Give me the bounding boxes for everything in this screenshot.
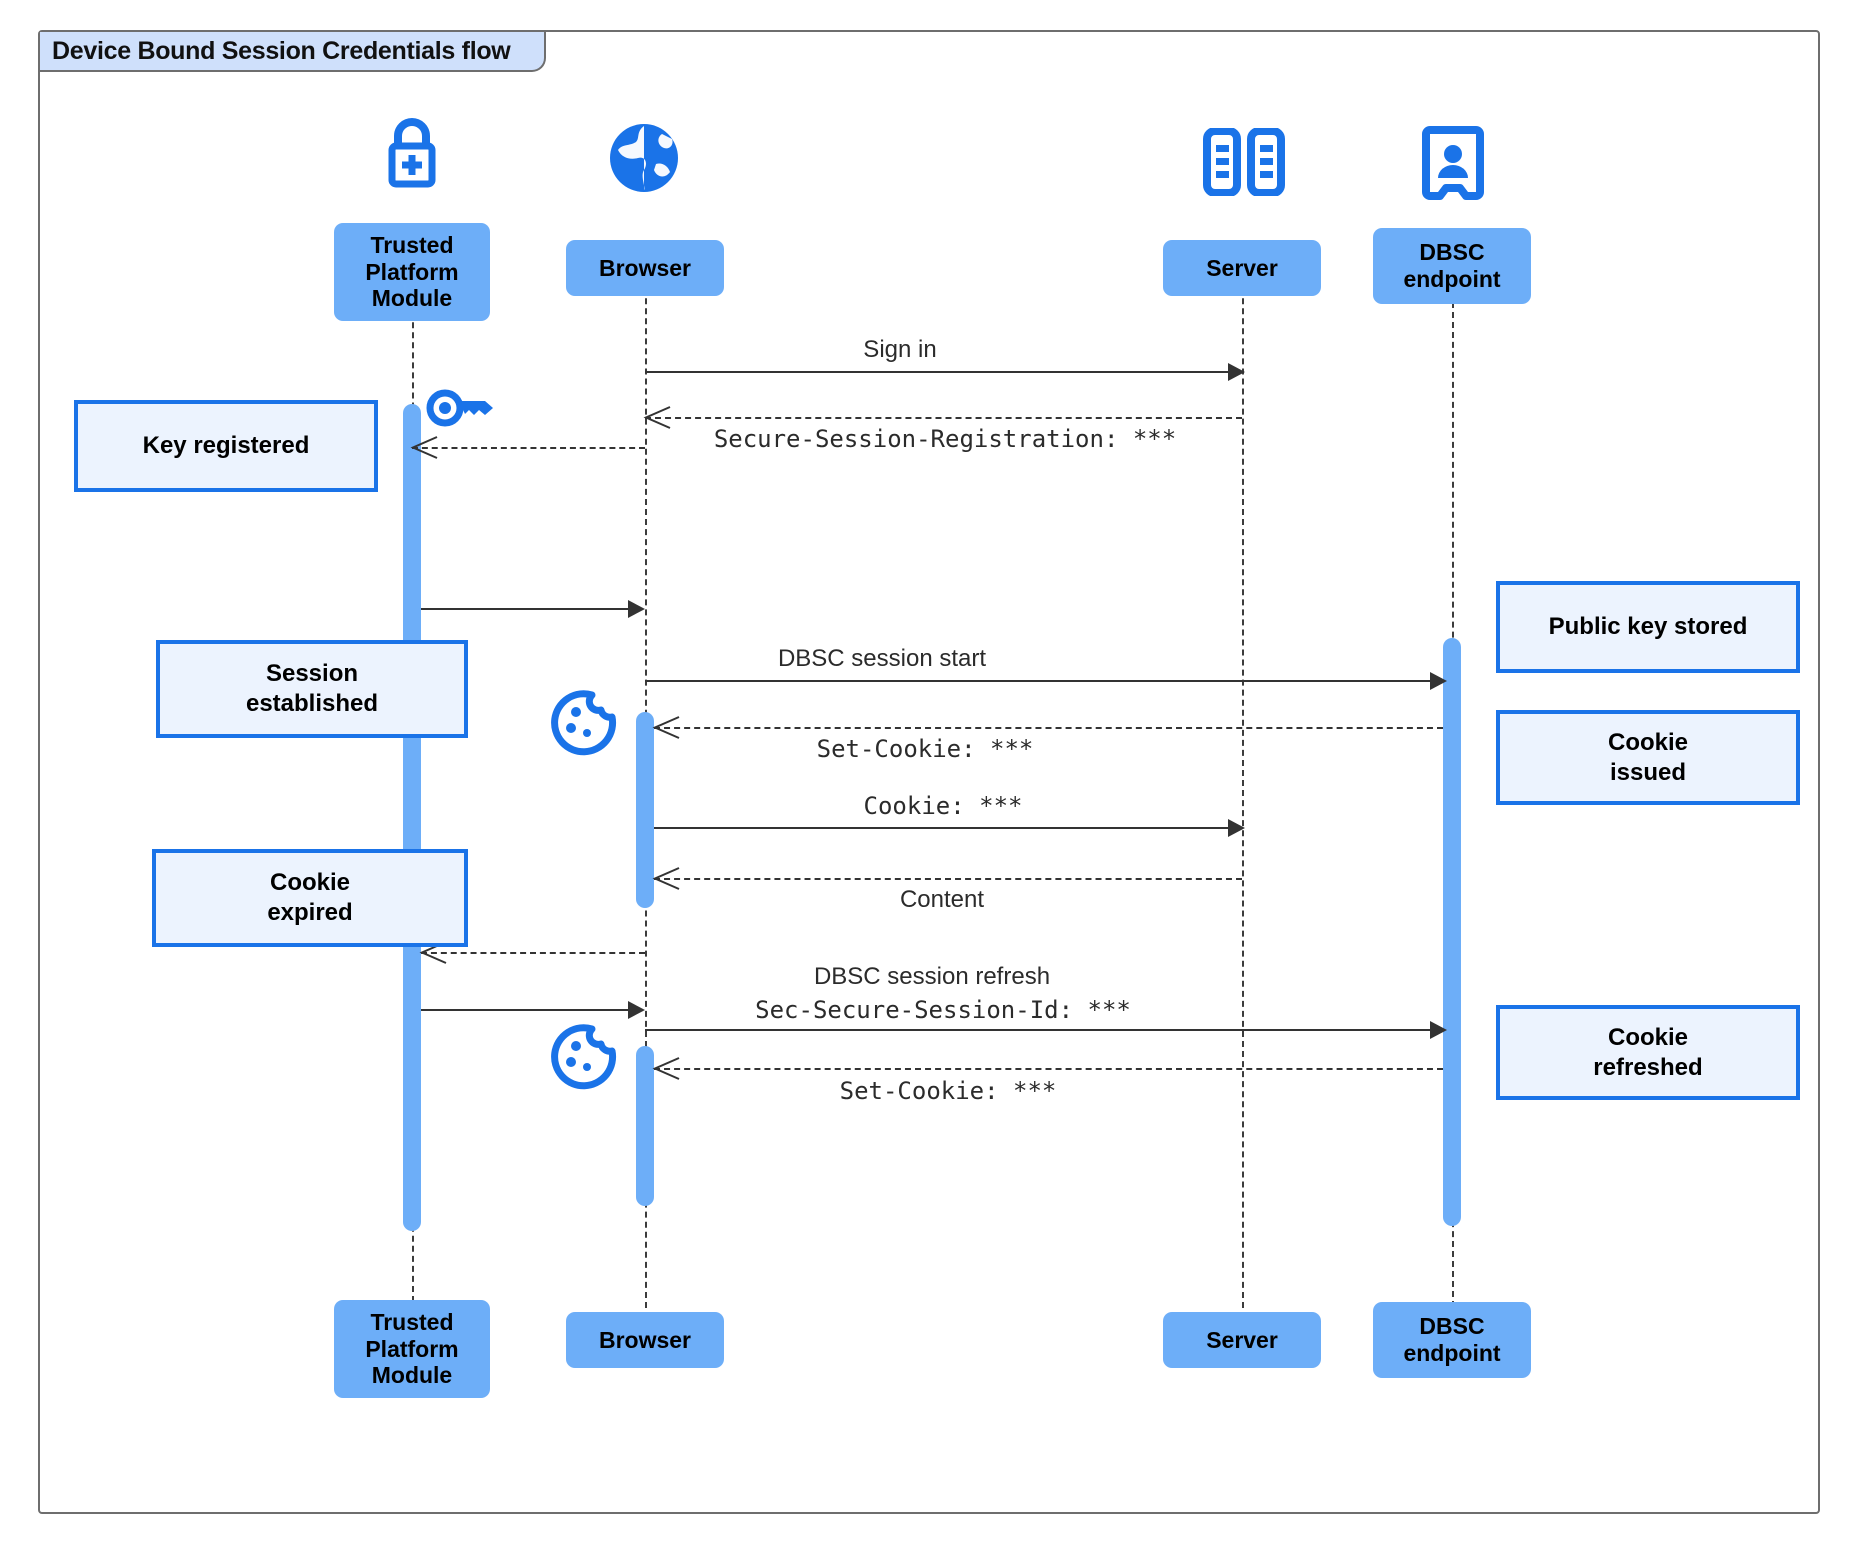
message-label-dbsc-session-refresh: DBSC session refresh bbox=[813, 963, 1051, 990]
activation-browser-2 bbox=[636, 1046, 654, 1206]
message-label-set-cookie-2: Set-Cookie: *** bbox=[839, 1077, 1057, 1105]
participant-browser-top[interactable]: Browser bbox=[566, 240, 724, 296]
message-label-secure-session-registration: Secure-Session-Registration: *** bbox=[713, 425, 1177, 453]
id-badge-icon bbox=[1422, 126, 1484, 200]
arrow-head-dbsc-session-start bbox=[1430, 672, 1447, 690]
key-icon bbox=[425, 386, 497, 430]
participant-server-bottom-label: Server bbox=[1206, 1326, 1278, 1353]
arrow-head-secure-session-registration bbox=[643, 406, 671, 429]
participant-tpm-top[interactable]: Trusted Platform Module bbox=[334, 223, 490, 321]
note-public-key-stored-label: Public key stored bbox=[1548, 613, 1748, 640]
note-public-key-stored: Public key stored bbox=[1496, 581, 1800, 673]
message-line-cookie bbox=[654, 827, 1230, 829]
participant-browser-bottom[interactable]: Browser bbox=[566, 1312, 724, 1368]
message-label-sign-in: Sign in bbox=[863, 336, 937, 363]
cookie-icon bbox=[551, 1024, 617, 1090]
arrow-head-set-cookie-1 bbox=[652, 716, 680, 739]
globe-icon bbox=[606, 120, 682, 196]
lifeline-server bbox=[1242, 248, 1244, 1308]
participant-browser-top-label: Browser bbox=[598, 254, 692, 281]
cookie-icon bbox=[551, 690, 617, 756]
server-rack-icon bbox=[1202, 127, 1286, 197]
arrow-head-content bbox=[652, 867, 680, 890]
arrow-head-sec-secure-session-id bbox=[1430, 1021, 1447, 1039]
message-line-dbsc-session-start bbox=[645, 680, 1440, 682]
note-cookie-issued-label: Cookie issued bbox=[1607, 728, 1688, 786]
arrow-head-tpm-to-browser-2 bbox=[628, 1001, 645, 1019]
arrow-head-sign-in bbox=[1228, 363, 1245, 381]
message-line-secure-session-registration bbox=[645, 417, 1242, 419]
note-cookie-expired-label: Cookie expired bbox=[267, 869, 353, 926]
message-label-set-cookie-1: Set-Cookie: *** bbox=[816, 735, 1034, 763]
note-session-established: Session established bbox=[156, 640, 468, 738]
message-label-dbsc-session-start: DBSC session start bbox=[777, 645, 987, 672]
participant-dbsc-top[interactable]: DBSC endpoint bbox=[1373, 228, 1531, 304]
arrow-head-register-key-to-tpm bbox=[410, 436, 438, 459]
message-label-cookie: Cookie: *** bbox=[863, 792, 1023, 820]
message-line-content bbox=[654, 878, 1242, 880]
participant-tpm-top-label: Trusted Platform Module bbox=[365, 231, 459, 312]
arrow-head-set-cookie-2 bbox=[652, 1057, 680, 1080]
message-label-content: Content bbox=[899, 886, 985, 913]
participant-server-bottom[interactable]: Server bbox=[1163, 1312, 1321, 1368]
note-key-registered: Key registered bbox=[74, 400, 378, 492]
participant-dbsc-top-label: DBSC endpoint bbox=[1403, 239, 1501, 292]
note-session-established-label: Session established bbox=[245, 660, 379, 717]
note-cookie-refreshed: Cookie refreshed bbox=[1496, 1005, 1800, 1100]
lock-plus-icon bbox=[372, 112, 452, 192]
participant-server-top-label: Server bbox=[1206, 254, 1278, 281]
activation-tpm bbox=[403, 404, 421, 1231]
message-line-register-key-to-tpm bbox=[412, 447, 645, 449]
activation-dbsc bbox=[1443, 638, 1461, 1226]
note-cookie-refreshed-label: Cookie refreshed bbox=[1593, 1023, 1703, 1081]
message-line-tpm-to-browser-2 bbox=[421, 1009, 636, 1011]
message-line-browser-to-tpm bbox=[421, 952, 645, 954]
note-cookie-issued: Cookie issued bbox=[1496, 710, 1800, 805]
arrow-head-tpm-to-browser bbox=[628, 600, 645, 618]
message-line-sec-secure-session-id bbox=[645, 1029, 1440, 1031]
message-line-set-cookie-1 bbox=[654, 727, 1443, 729]
message-line-tpm-to-browser bbox=[421, 608, 636, 610]
note-key-registered-label: Key registered bbox=[142, 432, 310, 459]
participant-tpm-bottom-label: Trusted Platform Module bbox=[365, 1308, 459, 1389]
note-cookie-expired: Cookie expired bbox=[152, 849, 468, 947]
message-label-sec-secure-session-id: Sec-Secure-Session-Id: *** bbox=[755, 996, 1131, 1024]
message-line-set-cookie-2 bbox=[654, 1068, 1443, 1070]
message-line-sign-in bbox=[645, 371, 1230, 373]
activation-browser-1 bbox=[636, 712, 654, 908]
participant-browser-bottom-label: Browser bbox=[598, 1326, 692, 1353]
participant-dbsc-bottom[interactable]: DBSC endpoint bbox=[1373, 1302, 1531, 1378]
diagram-title: Device Bound Session Credentials flow bbox=[40, 32, 547, 72]
arrow-head-cookie bbox=[1228, 819, 1245, 837]
participant-server-top[interactable]: Server bbox=[1163, 240, 1321, 296]
participant-tpm-bottom[interactable]: Trusted Platform Module bbox=[334, 1300, 490, 1398]
participant-dbsc-bottom-label: DBSC endpoint bbox=[1403, 1313, 1501, 1366]
